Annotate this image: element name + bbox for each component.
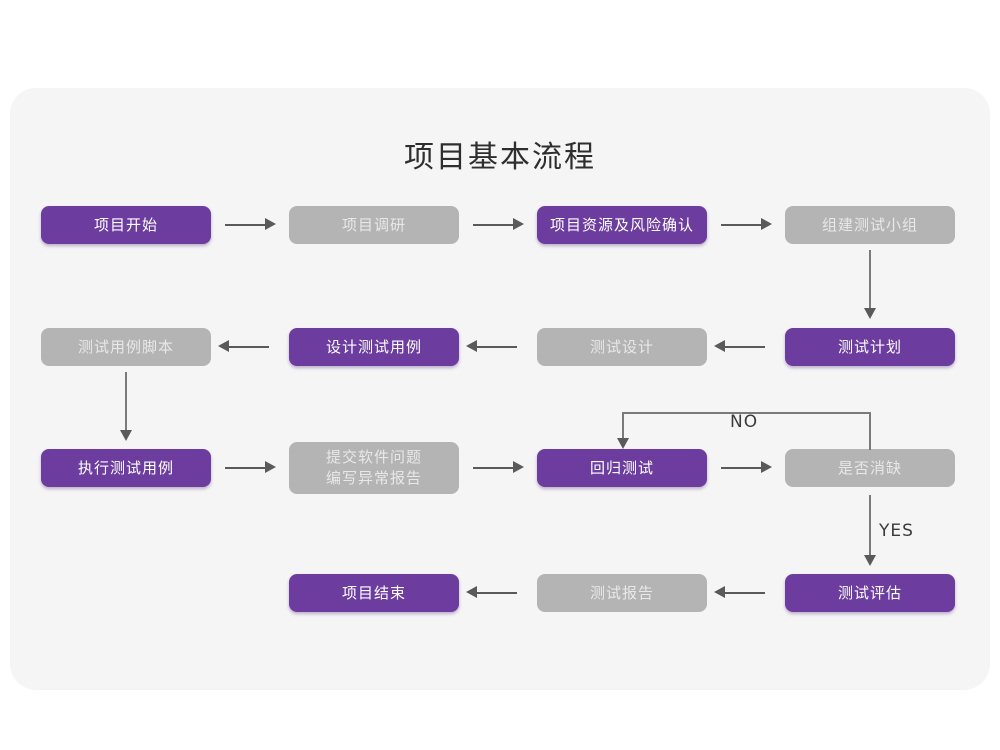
node-submit-issue-report[interactable]: 提交软件问题 编写异常报告 [289,442,459,494]
node-test-case-script[interactable]: 测试用例脚本 [41,328,211,366]
node-design-test-case[interactable]: 设计测试用例 [289,328,459,366]
node-resource-risk-confirm[interactable]: 项目资源及风险确认 [537,206,707,244]
node-project-research[interactable]: 项目调研 [289,206,459,244]
node-test-design[interactable]: 测试设计 [537,328,707,366]
node-defect-cleared-decision[interactable]: 是否消缺 [785,449,955,487]
edge-label-no: NO [730,412,759,432]
node-test-plan[interactable]: 测试计划 [785,328,955,366]
page-title: 项目基本流程 [404,140,596,175]
node-test-evaluation[interactable]: 测试评估 [785,574,955,612]
node-project-end[interactable]: 项目结束 [289,574,459,612]
node-build-test-team[interactable]: 组建测试小组 [785,206,955,244]
node-test-report[interactable]: 测试报告 [537,574,707,612]
node-execute-test-case[interactable]: 执行测试用例 [41,449,211,487]
edge-label-yes: YES [879,521,914,541]
node-regression-test[interactable]: 回归测试 [537,449,707,487]
node-project-start[interactable]: 项目开始 [41,206,211,244]
